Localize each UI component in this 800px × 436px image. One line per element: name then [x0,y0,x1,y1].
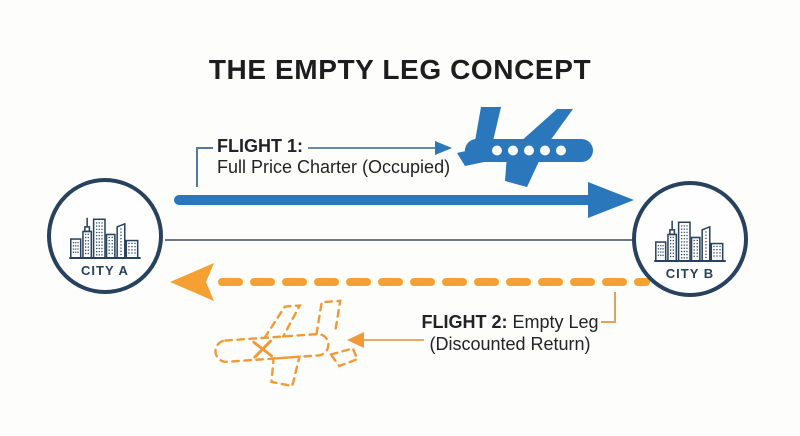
city-skyline-icon [69,217,141,260]
city-a-node: CITY A [47,178,163,294]
solid-arrow-right [174,182,634,218]
flight2-description-line2: (Discounted Return) [429,334,591,354]
flight1-leader-lines [196,141,452,187]
empty-x-mark [252,339,274,359]
flight2-label: FLIGHT 2: [421,312,508,332]
flight2-caption: FLIGHT 2: Empty Leg (Discounted Return) [415,311,605,355]
dashed-arrow-left [170,263,650,301]
flight1-caption: FLIGHT 1: Full Price Charter (Occupied) [217,136,450,178]
flight2-leader-lines [347,292,616,348]
airplane-solid-icon [457,107,593,187]
city-skyline-icon [654,220,726,263]
page-title: THE EMPTY LEG CONCEPT [208,54,592,85]
flight2-description: Empty Leg [512,312,599,332]
flight1-description: Full Price Charter (Occupied) [217,157,451,177]
flight1-label: FLIGHT 1: [217,136,303,156]
city-b-node: CITY B [632,181,748,297]
city-a-label: CITY A [81,263,129,278]
city-b-label: CITY B [665,266,715,281]
airplane-dashed-outline-icon [214,299,359,388]
